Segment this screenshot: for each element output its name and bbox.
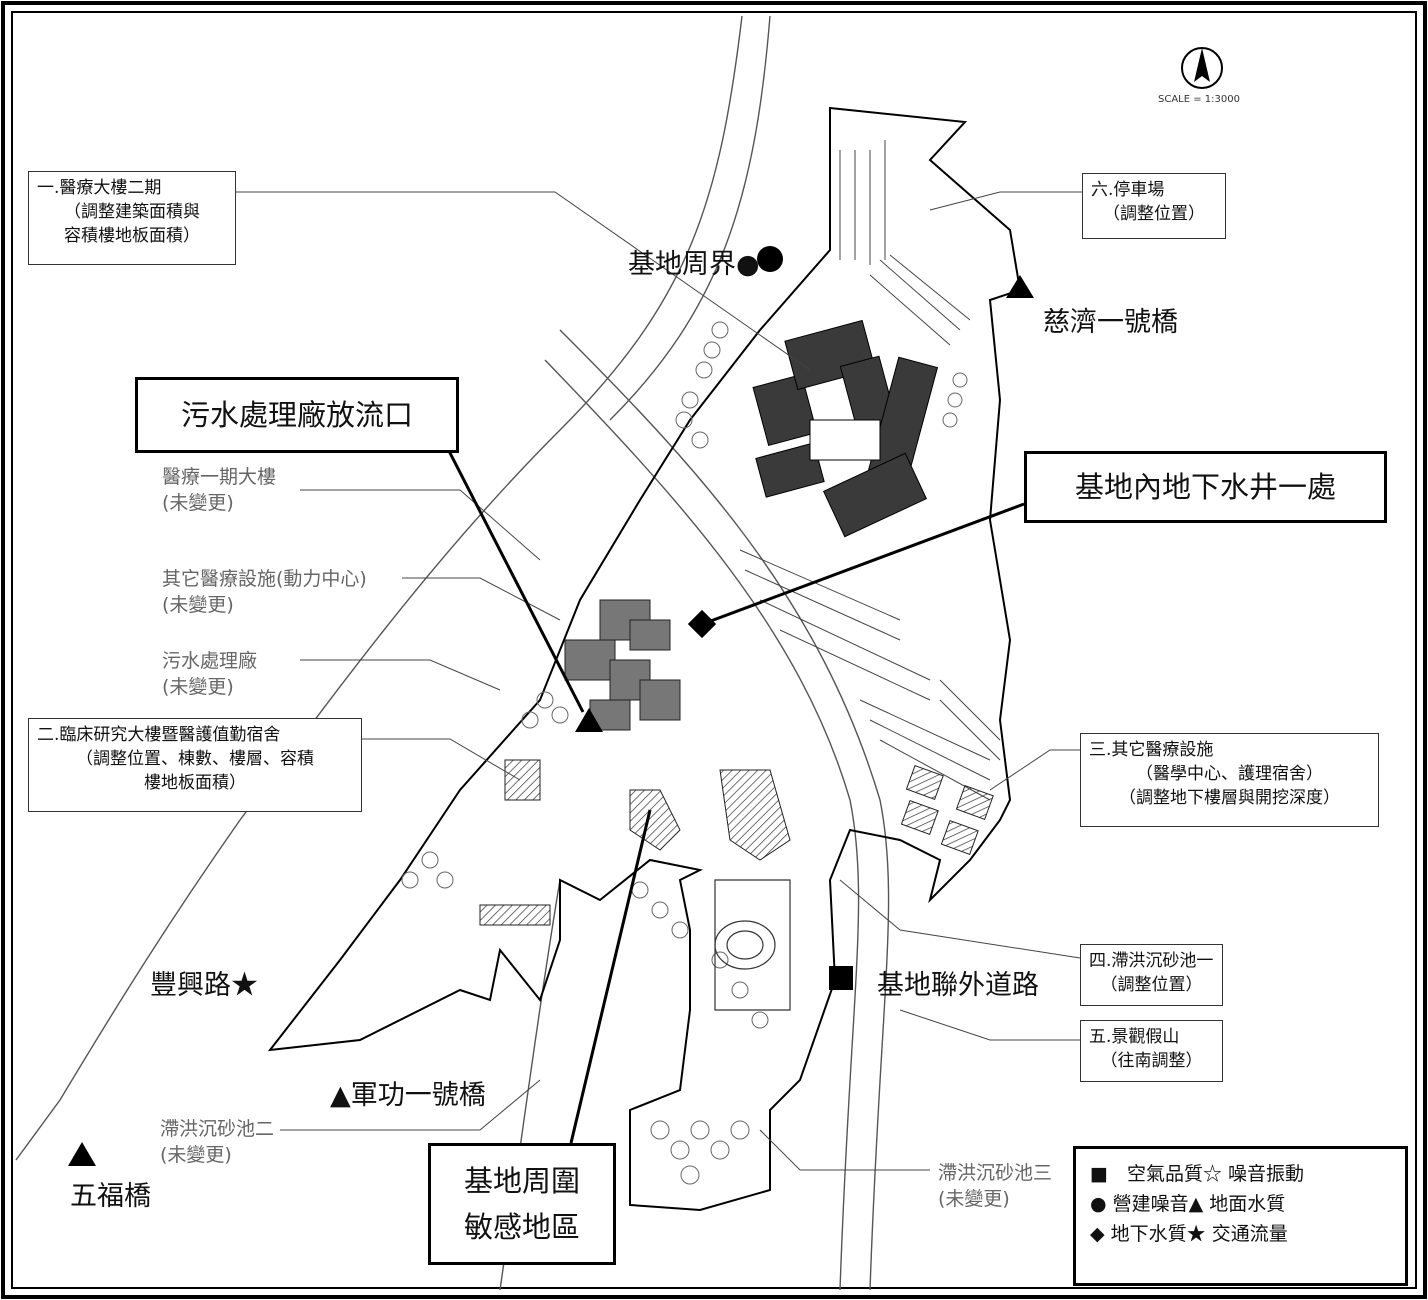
unchanged-1-line2: (未變更) — [162, 492, 234, 514]
air-quality-marker — [829, 966, 853, 990]
callout-parking: 六.停車場 （調整位置） — [1082, 173, 1226, 239]
callout-4-line2: （調整位置） — [1100, 975, 1203, 995]
noise-monitoring-marker — [757, 246, 783, 272]
surface-water-marker-wufu — [68, 1142, 96, 1166]
callout-3-line3: （調整地下樓層與開挖深度） — [1119, 788, 1340, 808]
callout-1-line1: 一.醫療大樓二期 — [37, 178, 162, 198]
unchanged-1-line1: 醫療一期大樓 — [162, 466, 277, 488]
unchanged-4-line1: 滯洪沉砂池二 — [160, 1118, 275, 1140]
callout-pointers — [447, 450, 1025, 1144]
callout-3-line1: 三.其它醫療設施 — [1089, 740, 1214, 760]
map-legend: ■ 空氣品質☆ 噪音振動 ● 營建噪音▲ 地面水質 ◆ 地下水質★ 交通流量 — [1073, 1146, 1408, 1286]
phase2-buildings — [564, 599, 681, 731]
callout-2-line3: 樓地板面積） — [144, 773, 246, 793]
unchanged-3-line1: 污水處理廠 — [162, 650, 258, 672]
callout-other-medical-facilities: 三.其它醫療設施 （醫學中心、護理宿舍） （調整地下樓層與開挖深度） — [1080, 733, 1379, 827]
wufu-bridge-label: 五福橋 — [70, 1181, 151, 1212]
unchanged-power-center: 其它醫療設施(動力中心) (未變更) — [162, 566, 367, 618]
sewage-outfall-callout: 污水處理廠放流口 — [135, 377, 459, 453]
callout-1-line2: （調整建築面積與 — [64, 202, 200, 222]
unchanged-5-line1: 滯洪沉砂池三 — [938, 1162, 1053, 1184]
jungong-bridge-label: ▲軍功一號橋 — [330, 1080, 486, 1111]
unchanged-detention-pond-2: 滯洪沉砂池二 (未變更) — [160, 1116, 274, 1168]
site-boundary-label: 基地周界● — [628, 249, 760, 280]
callout-medical-building-phase2: 一.醫療大樓二期 （調整建築面積與 容積樓地板面積） — [28, 171, 236, 265]
unchanged-4-line2: (未變更) — [160, 1144, 232, 1166]
sewage-outfall-label: 污水處理廠放流口 — [180, 398, 413, 432]
callout-landscape-mound: 五.景觀假山 （往南調整） — [1080, 1020, 1223, 1082]
fengxing-road-label: 豐興路★ — [150, 970, 258, 1001]
legend-row-3: ◆ 地下水質★ 交通流量 — [1090, 1223, 1288, 1245]
map-scale: SCALE = 1:3000 — [1158, 94, 1240, 105]
callout-5-line2: （往南調整） — [1100, 1051, 1203, 1071]
callout-detention-pond-1: 四.滯洪沉砂池一 （調整位置） — [1080, 944, 1223, 1006]
callout-3-line2: （醫學中心、護理宿舍） — [1136, 764, 1323, 784]
inner-frame — [11, 11, 1417, 1289]
site-boundary — [267, 106, 1022, 1212]
cizi-bridge-label: 慈濟一號橋 — [1043, 307, 1178, 338]
legend-row-1: ■ 空氣品質☆ 噪音振動 — [1090, 1163, 1304, 1185]
landscape-mound — [714, 879, 791, 1011]
callout-1-line3: 容積樓地板面積） — [64, 226, 200, 246]
unchanged-sewage-plant: 污水處理廠 (未變更) — [162, 648, 257, 700]
groundwater-marker — [687, 609, 717, 639]
groundwater-well-label: 基地內地下水井一處 — [1074, 470, 1336, 504]
legend-row-2: ● 營建噪音▲ 地面水質 — [1090, 1193, 1286, 1215]
unchanged-detention-pond-3: 滯洪沉砂池三 (未變更) — [938, 1160, 1052, 1212]
unchanged-5-line2: (未變更) — [938, 1188, 1010, 1210]
callout-4-line1: 四.滯洪沉砂池一 — [1089, 951, 1214, 971]
sensitive-area-line2: 敏感地區 — [463, 1210, 580, 1244]
callout-5-line1: 五.景觀假山 — [1089, 1027, 1180, 1047]
unchanged-2-line1: 其它醫療設施(動力中心) — [162, 568, 367, 590]
sensitive-area-callout: 基地周圍 敏感地區 — [428, 1143, 616, 1265]
hatched-areas — [479, 759, 994, 926]
callout-6-line1: 六.停車場 — [1091, 180, 1165, 200]
callout-2-line2: （調整位置、棟數、樓層、容積 — [76, 749, 314, 769]
surface-water-marker-outfall — [575, 708, 603, 732]
trees — [401, 321, 968, 1185]
groundwater-well-callout: 基地內地下水井一處 — [1024, 451, 1387, 523]
access-road-label: 基地聯外道路 — [877, 970, 1039, 1001]
north-arrow-icon — [1181, 47, 1223, 89]
sensitive-area-line1: 基地周圍 — [463, 1164, 580, 1198]
unchanged-medical-phase1: 醫療一期大樓 (未變更) — [162, 464, 276, 516]
major-road — [15, 15, 890, 1291]
leader-lines — [236, 191, 1082, 1171]
unchanged-3-line2: (未變更) — [162, 676, 234, 698]
parking-lot — [739, 140, 1001, 801]
surface-water-marker-cizi — [1006, 275, 1034, 298]
hospital-buildings — [752, 319, 939, 538]
callout-2-line1: 二.臨床研究大樓暨醫護值勤宿舍 — [37, 725, 281, 745]
unchanged-2-line2: (未變更) — [162, 594, 234, 616]
callout-clinical-research-building: 二.臨床研究大樓暨醫護值勤宿舍 （調整位置、棟數、樓層、容積 樓地板面積） — [28, 718, 362, 812]
callout-6-line2: （調整位置） — [1103, 204, 1205, 224]
